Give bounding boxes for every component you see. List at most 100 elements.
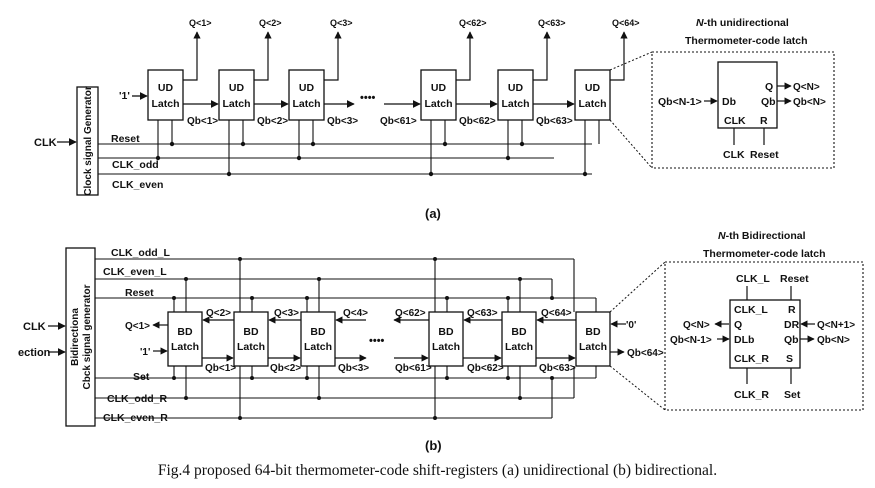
svg-text:Q<N>: Q<N> (683, 320, 710, 331)
svg-text:BD: BD (243, 326, 259, 338)
svg-text:CLK_L: CLK_L (736, 273, 770, 285)
q-label-64: Q<64> (541, 308, 572, 319)
svg-text:UD: UD (585, 82, 601, 94)
svg-text:Latch: Latch (171, 341, 199, 353)
detail-bidirectional: N-th Bidirectional Thermometer-code latc… (664, 230, 864, 411)
bd-latch-64: BD Latch (575, 311, 611, 367)
direction-label-b: ection (18, 347, 51, 359)
svg-text:Db: Db (722, 96, 736, 108)
clk-label-a: CLK (34, 137, 57, 149)
svg-text:UD: UD (158, 82, 174, 94)
signal-clk-even-l: CLK_even_L (103, 266, 167, 278)
svg-text:Latch: Latch (304, 341, 332, 353)
input-one-b: '1' (140, 347, 150, 358)
svg-text:UD: UD (299, 82, 315, 94)
bidirectional-diagram: Bidirectiona Cbck signal generator CLK e… (18, 230, 864, 453)
qb-b-label-2: Qb<2> (270, 363, 301, 374)
svg-text:S: S (786, 353, 793, 365)
q-out-1: Q<1> (189, 18, 212, 28)
svg-text:Qb<N>: Qb<N> (817, 335, 850, 346)
svg-text:Qb: Qb (784, 334, 799, 346)
q-out-64: Q<64> (612, 18, 640, 28)
qb-b-label-62: Qb<62> (467, 363, 504, 374)
qb-b-label-63: Qb<63> (539, 363, 576, 374)
svg-text:Thermometer-code latch: Thermometer-code latch (685, 35, 808, 47)
ud-latch-2: UD Latch (218, 69, 255, 121)
q-out-62: Q<62> (459, 18, 487, 28)
bd-latch-2: BD Latch (233, 311, 269, 367)
signal-reset-a: Reset (111, 133, 140, 145)
qb-label-2: Qb<2> (257, 116, 288, 127)
svg-text:Reset: Reset (780, 273, 809, 285)
svg-text:Reset: Reset (750, 149, 779, 161)
q-left-out-1: Q<1> (125, 321, 150, 332)
svg-text:Latch: Latch (579, 341, 607, 353)
q-label-63: Q<63> (467, 308, 498, 319)
clock-generator-box-b (65, 247, 96, 427)
svg-text:Latch: Latch (151, 98, 179, 110)
qb-b-label-1: Qb<1> (205, 363, 236, 374)
svg-text:Q: Q (734, 319, 742, 331)
svg-text:BD: BD (585, 326, 601, 338)
svg-text:BD: BD (310, 326, 326, 338)
q-label-62: Q<62> (395, 308, 426, 319)
svg-text:Qb<N>: Qb<N> (793, 97, 826, 108)
clock-generator-label-b1: Bidirectiona (70, 308, 81, 366)
signal-clk-odd-a: CLK_odd (112, 159, 159, 171)
qb-label-62: Qb<62> (459, 116, 496, 127)
clock-generator-label-b2: Cbck signal generator (82, 284, 93, 389)
svg-text:CLK: CLK (723, 149, 745, 161)
ud-latch-1: UD Latch (147, 69, 184, 121)
svg-text:CLK_L: CLK_L (734, 304, 768, 316)
svg-text:Set: Set (784, 389, 801, 401)
svg-text:Latch: Latch (501, 98, 529, 110)
figure-caption: Fig.4 proposed 64-bit thermometer-code s… (157, 462, 718, 479)
input-one-a: '1' (119, 90, 130, 102)
svg-text:BD: BD (177, 326, 193, 338)
svg-text:CLK_R: CLK_R (734, 353, 769, 365)
svg-text:Latch: Latch (292, 98, 320, 110)
clk-label-b: CLK (23, 321, 46, 333)
unidirectional-diagram: Clock signal Generator CLK Reset CLK_odd… (34, 17, 835, 221)
svg-text:DR: DR (784, 319, 800, 331)
svg-text:Qb: Qb (761, 96, 776, 108)
svg-text:UD: UD (508, 82, 524, 94)
qb-label-1: Qb<1> (187, 116, 218, 127)
ellipsis-a: •••• (360, 92, 376, 104)
signal-set-b: Set (133, 371, 150, 383)
qb-b-label-3: Qb<3> (338, 363, 369, 374)
bd-latch-3: BD Latch (300, 311, 336, 367)
svg-text:Latch: Latch (505, 341, 533, 353)
svg-text:Qb<N-1>: Qb<N-1> (670, 335, 712, 346)
bd-latch-1: BD Latch (167, 311, 203, 367)
svg-text:UD: UD (431, 82, 447, 94)
svg-text:Latch: Latch (578, 98, 606, 110)
signal-clk-even-r: CLK_even_R (103, 412, 168, 424)
qb-label-3: Qb<3> (327, 116, 358, 127)
q-out-3: Q<3> (330, 18, 353, 28)
svg-text:UD: UD (229, 82, 245, 94)
q-label-2: Q<2> (206, 308, 231, 319)
label-a: (a) (425, 206, 441, 221)
ellipsis-b: •••• (369, 335, 385, 347)
clock-generator-label-a: Clock signal Generator (83, 86, 94, 196)
svg-text:Thermometer-code latch: Thermometer-code latch (703, 248, 826, 260)
qb-b-label-61: Qb<61> (395, 363, 432, 374)
input-zero-b: '0' (626, 320, 636, 331)
signal-clk-even-a: CLK_even (112, 179, 163, 191)
svg-text:Q: Q (765, 81, 773, 93)
signal-reset-b: Reset (125, 287, 154, 299)
svg-text:Q<N>: Q<N> (793, 82, 820, 93)
svg-text:Latch: Latch (237, 341, 265, 353)
signal-clk-odd-r: CLK_odd_R (107, 393, 168, 405)
q-out-2: Q<2> (259, 18, 282, 28)
svg-text:BD: BD (511, 326, 527, 338)
q-label-4: Q<4> (343, 308, 368, 319)
qb-out-64: Qb<64> (627, 348, 664, 359)
svg-text:N-th Bidirectional: N-th Bidirectional (718, 230, 806, 242)
svg-text:Qb<N-1>: Qb<N-1> (658, 96, 702, 108)
svg-text:BD: BD (438, 326, 454, 338)
svg-text:CLK_R: CLK_R (734, 389, 769, 401)
label-b: (b) (425, 438, 442, 453)
